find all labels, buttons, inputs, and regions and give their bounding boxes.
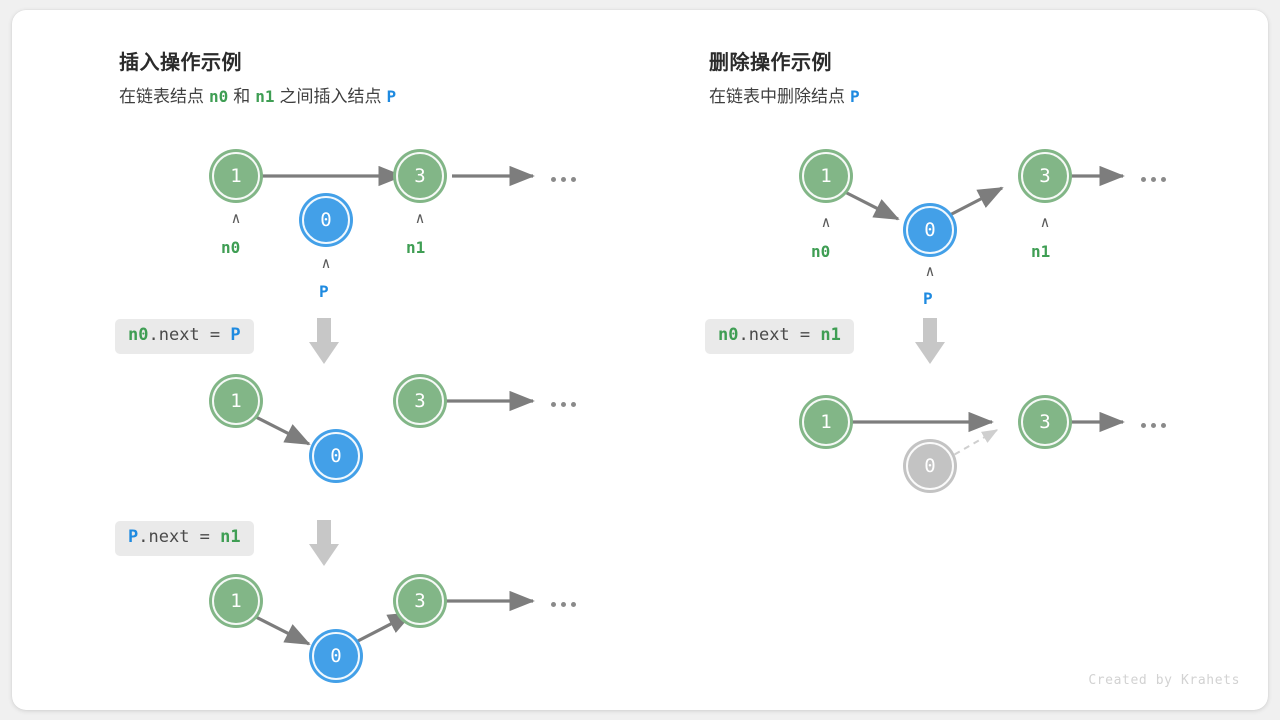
node-insert-r1-n1[interactable]: 3 bbox=[393, 149, 447, 203]
node-value: 0 bbox=[330, 444, 342, 467]
node-insert-r1-n0[interactable]: 1 bbox=[209, 149, 263, 203]
node-value: 1 bbox=[820, 410, 832, 433]
ellipsis-insert-r3 bbox=[551, 602, 576, 607]
label-insert-r1-n0: n0 bbox=[221, 238, 241, 257]
caret-delete-r1-n1: ∧ bbox=[1040, 213, 1050, 231]
node-insert-r2-n1[interactable]: 3 bbox=[393, 374, 447, 428]
insert-subtitle-mid: 和 bbox=[233, 87, 251, 106]
node-delete-r1-n1[interactable]: 3 bbox=[1018, 149, 1072, 203]
edge-layer bbox=[249, 165, 1125, 646]
node-value: 3 bbox=[1039, 410, 1051, 433]
chip-token-a: n0 bbox=[718, 325, 739, 345]
node-delete-r1-p[interactable]: 0 bbox=[903, 203, 957, 257]
delete-panel-subtitle: 在链表中删除结点 P bbox=[709, 82, 860, 107]
node-insert-r3-p[interactable]: 0 bbox=[309, 629, 363, 683]
insert-subtitle-suffix: 之间插入结点 bbox=[279, 87, 382, 106]
node-value: 0 bbox=[330, 644, 342, 667]
label-delete-r1-n0: n0 bbox=[811, 242, 831, 261]
node-delete-r1-n0[interactable]: 1 bbox=[799, 149, 853, 203]
insert-panel-title: 插入操作示例 bbox=[119, 52, 242, 74]
node-value: 1 bbox=[230, 164, 242, 187]
node-delete-r2-n0[interactable]: 1 bbox=[799, 395, 853, 449]
edge-insert-row2 bbox=[249, 390, 535, 446]
insert-subtitle-p: P bbox=[386, 87, 397, 106]
chip-token-a: P bbox=[128, 527, 139, 547]
node-value: 0 bbox=[320, 208, 332, 231]
node-value: 3 bbox=[414, 164, 426, 187]
caret-insert-r1-n1: ∧ bbox=[415, 209, 425, 227]
node-value: 0 bbox=[924, 454, 936, 477]
node-delete-r2-removed[interactable]: 0 bbox=[903, 439, 957, 493]
ellipsis-insert-r1 bbox=[551, 177, 576, 182]
node-insert-r2-n0[interactable]: 1 bbox=[209, 374, 263, 428]
ellipsis-delete-r1 bbox=[1141, 177, 1166, 182]
caret-insert-r1-n0: ∧ bbox=[231, 209, 241, 227]
caret-delete-r1-p: ∧ bbox=[925, 262, 935, 280]
down-arrow-insert-1 bbox=[309, 318, 339, 364]
label-delete-r1-p: P bbox=[923, 289, 933, 308]
down-arrow-delete-1 bbox=[915, 318, 945, 364]
chip-token-a: n0 bbox=[128, 325, 149, 345]
chip-token-b: .next = bbox=[148, 325, 231, 345]
node-value: 3 bbox=[414, 589, 426, 612]
down-arrow-insert-2 bbox=[309, 520, 339, 566]
node-value: 3 bbox=[414, 389, 426, 412]
caret-delete-r1-n0: ∧ bbox=[821, 213, 831, 231]
caret-insert-r1-p: ∧ bbox=[321, 254, 331, 272]
chip-insert-step-2: P.next = n1 bbox=[115, 521, 254, 556]
node-insert-r2-p[interactable]: 0 bbox=[309, 429, 363, 483]
chip-token-c: P bbox=[230, 325, 241, 345]
node-delete-r2-n1[interactable]: 3 bbox=[1018, 395, 1072, 449]
label-insert-r1-p: P bbox=[319, 282, 329, 301]
node-insert-r3-n1[interactable]: 3 bbox=[393, 574, 447, 628]
chip-insert-step-1: n0.next = P bbox=[115, 319, 254, 354]
delete-subtitle-prefix: 在链表中删除结点 bbox=[709, 87, 845, 106]
credit-text: Created by Krahets bbox=[1088, 673, 1240, 688]
delete-panel-title: 删除操作示例 bbox=[709, 52, 832, 74]
delete-subtitle-p: P bbox=[850, 87, 860, 106]
node-value: 1 bbox=[230, 589, 242, 612]
edge-insert-row3 bbox=[249, 590, 535, 646]
label-insert-r1-n1: n1 bbox=[406, 238, 426, 257]
chip-token-b: .next = bbox=[138, 527, 221, 547]
insert-subtitle-n1: n1 bbox=[255, 87, 275, 106]
chip-token-c: n1 bbox=[220, 527, 241, 547]
node-value: 0 bbox=[924, 218, 936, 241]
insert-subtitle-n0: n0 bbox=[209, 87, 229, 106]
chip-token-c: n1 bbox=[820, 325, 841, 345]
chip-token-b: .next = bbox=[738, 325, 821, 345]
edge-delete-row1 bbox=[838, 165, 1125, 221]
node-value: 3 bbox=[1039, 164, 1051, 187]
label-delete-r1-n1: n1 bbox=[1031, 242, 1051, 261]
node-value: 1 bbox=[820, 164, 832, 187]
ellipsis-delete-r2 bbox=[1141, 423, 1166, 428]
ellipsis-insert-r2 bbox=[551, 402, 576, 407]
insert-subtitle-prefix: 在链表结点 bbox=[119, 87, 204, 106]
chip-delete-step-1: n0.next = n1 bbox=[705, 319, 854, 354]
node-insert-r3-n0[interactable]: 1 bbox=[209, 574, 263, 628]
node-value: 1 bbox=[230, 389, 242, 412]
node-insert-r1-p[interactable]: 0 bbox=[299, 193, 353, 247]
